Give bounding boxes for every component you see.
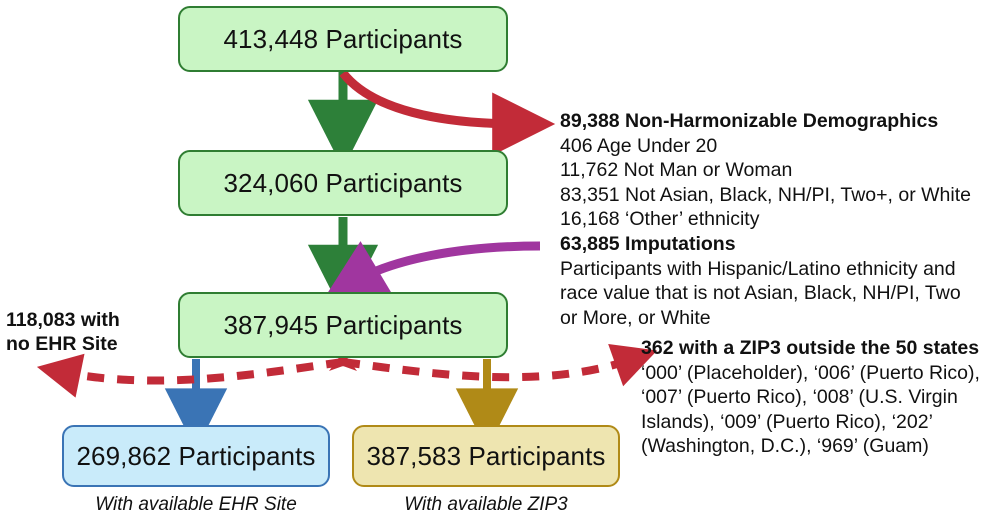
caption-text: With available ZIP3 [404, 494, 568, 515]
caption-zip3: With available ZIP3 [352, 494, 620, 516]
annotation-line: ‘000’ (Placeholder), ‘006’ (Puerto Rico)… [641, 361, 980, 384]
annotation-imputations: 63,885 Imputations Participants with His… [560, 232, 990, 330]
annotation-line: Islands), ‘009’ (Puerto Rico), ‘202’ [641, 410, 933, 433]
node-participants-zip3[interactable]: 387,583 Participants [352, 425, 620, 487]
node-label: 387,945 Participants [223, 309, 463, 340]
annotation-no-ehr-site: 118,083 with no EHR Site [6, 308, 166, 356]
annotation-line: 16,168 ‘Other’ ethnicity [560, 208, 760, 230]
node-participants-imputed[interactable]: 387,945 Participants [178, 292, 508, 358]
caption-text: With available EHR Site [95, 494, 297, 515]
annotation-header: 362 with a ZIP3 outside the 50 states [641, 337, 980, 359]
annotation-line: race value that is not Asian, Black, NH/… [560, 282, 961, 304]
annotation-header: 89,388 Non-Harmonizable Demographics [560, 110, 939, 132]
arrow-red-dashed-left [36, 353, 344, 398]
annotation-zip3-outside-states: 362 with a ZIP3 outside the 50 states ‘0… [641, 336, 1000, 459]
annotation-line: 118,083 with [6, 309, 120, 331]
annotation-non-harmonizable-demographics: 89,388 Non-Harmonizable Demographics 406… [560, 109, 1000, 232]
node-participants-ehr[interactable]: 269,862 Participants [62, 425, 330, 487]
node-participants-total[interactable]: 413,448 Participants [178, 6, 508, 72]
annotation-header: 63,885 Imputations [560, 233, 736, 255]
node-participants-harmonizable[interactable]: 324,060 Participants [178, 150, 508, 216]
arrow-red-exclusion [339, 70, 556, 156]
annotation-line: no EHR Site [6, 333, 118, 355]
annotation-line: or More, or White [560, 306, 711, 329]
annotation-line: 83,351 Not Asian, Black, NH/PI, Two+, or… [560, 183, 971, 206]
node-label: 324,060 Participants [223, 167, 463, 198]
annotation-line: ‘007’ (Puerto Rico), ‘008’ (U.S. Virgin [641, 386, 958, 408]
arrow-red-dashed-right [342, 344, 658, 387]
node-label: 387,583 Participants [366, 440, 606, 471]
annotation-line: 406 Age Under 20 [560, 134, 718, 157]
annotation-line: (Washington, D.C.), ‘969’ (Guam) [641, 435, 929, 457]
node-label: 269,862 Participants [76, 440, 316, 471]
node-label: 413,448 Participants [223, 23, 463, 54]
caption-ehr-site: With available EHR Site [62, 494, 330, 516]
arrow-purple-imputations [322, 241, 541, 301]
annotation-line: Participants with Hispanic/Latino ethnic… [560, 257, 956, 280]
annotation-line: 11,762 Not Man or Woman [560, 159, 793, 181]
